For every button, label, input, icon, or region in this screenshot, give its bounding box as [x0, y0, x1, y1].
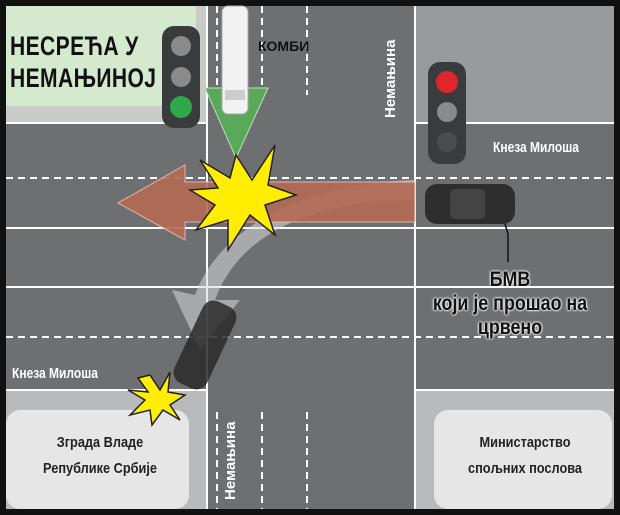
building-left-line-1: Зграда Владе: [56, 434, 144, 451]
building-right-line-1: Министарство: [479, 434, 571, 451]
building-label-ministry: Министарство спољних послова: [453, 430, 598, 482]
street-label-nemanjina-top: Немањина: [382, 39, 399, 118]
traffic-light-red-icon: [428, 62, 466, 164]
building-left: [6, 410, 189, 509]
crash-star-main-icon: [187, 144, 299, 253]
building-left-line-2: Републике Србије: [43, 460, 157, 477]
building-right-line-2: спољних послова: [467, 460, 583, 477]
van-icon: [221, 5, 249, 115]
bmw-caption-line-3: црвено: [477, 316, 543, 339]
building-label-government: Зграда Владе Републике Србије: [28, 430, 173, 482]
street-label-knez-milosa-right: Кнеза Милоша: [493, 139, 579, 156]
bmw-car-icon: [425, 184, 515, 262]
kombi-label: КОМБИ: [258, 38, 310, 54]
bmw-caption: БМВ који је прошао на црвено: [425, 268, 595, 340]
headline-line-2: НЕМАЊИНОЈ: [10, 63, 157, 93]
street-label-nemanjina-bottom: Немањина: [222, 421, 239, 500]
crash-star-small-icon: [127, 371, 187, 427]
street-label-knez-milosa-left: Кнеза Милоша: [12, 365, 98, 382]
bmw-path-arrow: [172, 180, 415, 350]
headline-line-1: НЕСРЕЋА У: [10, 31, 139, 61]
bmw-car-crash-icon: [173, 300, 237, 390]
bmw-caption-line-1: БМВ: [489, 268, 531, 291]
headline: НЕСРЕЋА У НЕМАЊИНОЈ: [10, 30, 156, 94]
building-right: [434, 410, 612, 509]
traffic-light-green-icon: [162, 26, 200, 128]
bmw-caption-line-2: који је прошао на: [432, 292, 588, 315]
